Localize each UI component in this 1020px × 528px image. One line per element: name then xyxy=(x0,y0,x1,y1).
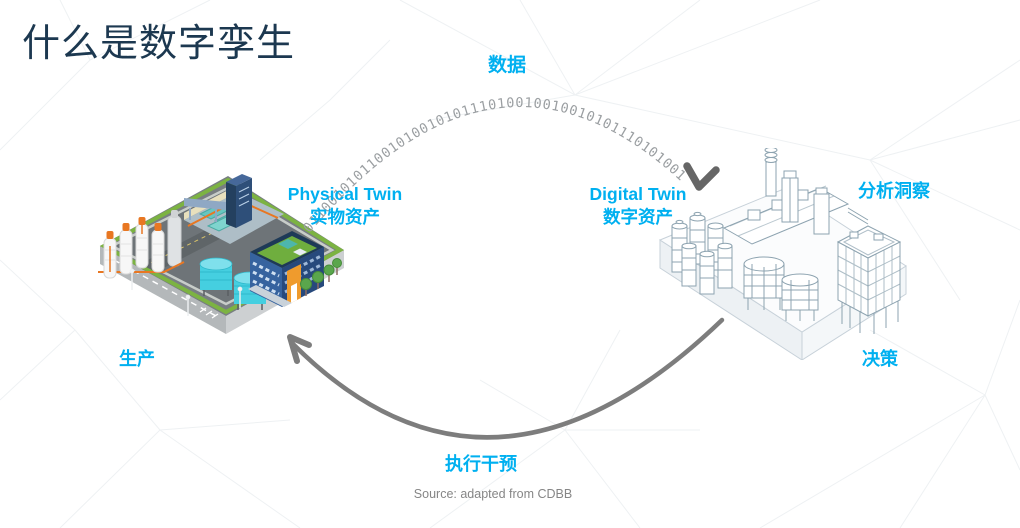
checkmark-arrowhead-icon xyxy=(683,162,720,191)
wireframe-lattice-tanks xyxy=(743,256,819,321)
analysis-insight-label: 分析洞察 xyxy=(858,181,930,201)
wireframe-building xyxy=(836,225,902,334)
tower-and-skybridge xyxy=(184,174,252,228)
page-title: 什么是数字孪生 xyxy=(22,23,296,65)
physical-twin-label-en: Physical Twin xyxy=(287,184,403,204)
digital-twin-label-en: Digital Twin xyxy=(589,184,687,204)
wireframe-process-unit xyxy=(722,148,869,245)
digital-factory-illustration xyxy=(658,148,907,360)
physical-twin-label: Physical Twin 实物资产 xyxy=(270,183,420,229)
wireframe-columns xyxy=(671,211,733,295)
street-lamps xyxy=(129,268,243,316)
physical-factory-illustration xyxy=(98,174,344,334)
binary-data-arc: 0110010101100101001010111010010010010101… xyxy=(300,95,720,236)
intervention-label: 执行干预 xyxy=(445,454,517,474)
source-note: Source: adapted from CDBB xyxy=(413,487,573,501)
office-building xyxy=(248,231,324,307)
feedback-arrow xyxy=(287,317,725,440)
decision-label: 决策 xyxy=(862,349,898,369)
data-flow-label: 数据 xyxy=(487,55,527,76)
physical-twin-label-zh: 实物资产 xyxy=(310,207,380,227)
curved-arrow-icon xyxy=(290,317,725,440)
arrowhead-icon xyxy=(287,334,312,364)
digital-twin-label-zh: 数字资产 xyxy=(603,207,673,227)
trees xyxy=(300,258,342,296)
distillation-columns xyxy=(98,210,185,279)
production-label: 生产 xyxy=(119,349,155,369)
digital-twin-label: Digital Twin 数字资产 xyxy=(563,183,713,229)
